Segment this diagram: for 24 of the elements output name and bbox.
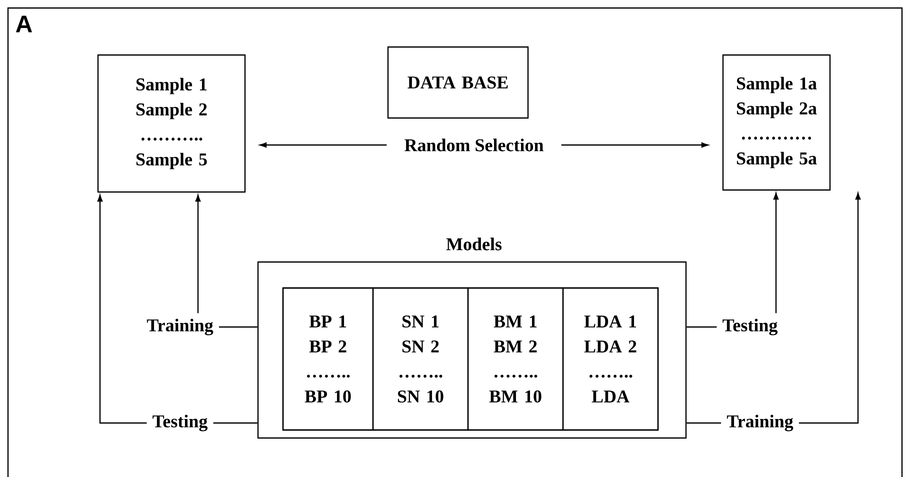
sample-box: Sample 1a Sample 2a ………… Sample 5a (722, 54, 831, 191)
text-label: Training (726, 414, 794, 432)
node-label: Models (446, 238, 502, 250)
sample-box: Sample 1 Sample 2 ……….. Sample 5 (97, 54, 246, 193)
arrow (798, 192, 861, 424)
connector-line (686, 422, 722, 424)
arrow (561, 142, 708, 148)
connector-line (213, 422, 258, 424)
text-label: Testing (722, 318, 778, 336)
text-label: Random Selection (404, 138, 544, 152)
arrow (97, 194, 147, 424)
model-column: BM 1 BM 2 …….. BM 10 (467, 287, 564, 431)
text-label: Testing (152, 414, 208, 432)
database-box: DATA BASE (387, 46, 529, 119)
arrow (773, 192, 779, 314)
model-column: BP 1 BP 2 …….. BP 10 (282, 287, 374, 431)
model-column: LDA 1 LDA 2 …….. LDA (562, 287, 659, 431)
text-label: Training (146, 318, 214, 336)
panel-letter: A (16, 16, 32, 32)
connector-line (686, 326, 717, 328)
arrow (195, 194, 201, 314)
connector-line (218, 326, 258, 328)
model-column: SN 1 SN 2 …….. SN 10 (372, 287, 469, 431)
arrow (260, 142, 387, 148)
